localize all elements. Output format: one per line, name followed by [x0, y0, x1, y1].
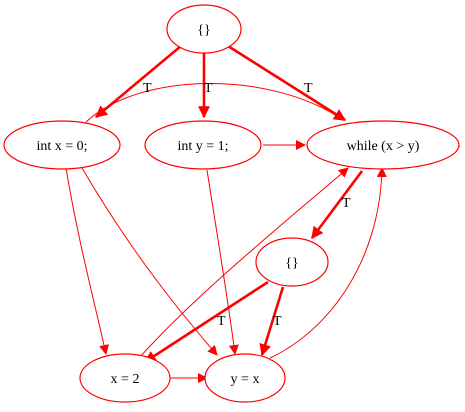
edge-assign-x-to-while: [139, 167, 349, 358]
edge-label-inner-to-assign-x: T: [217, 314, 226, 329]
edge-label-inner-to-assign-y: T: [273, 314, 282, 329]
node-while-cond-label: while (x > y): [347, 139, 420, 154]
edge-int-x-to-while: [85, 83, 344, 123]
edge-assign-y-to-while: [269, 167, 387, 359]
edge-inner-to-assign-y: [259, 286, 285, 357]
edge-int-x-to-assign-y: [81, 167, 218, 356]
node-assign-x: x = 2: [79, 353, 171, 403]
edge-inner-to-assign-x: [143, 280, 269, 364]
node-while-cond: while (x > y): [306, 120, 460, 170]
edge-label-root-to-while: T: [304, 81, 313, 96]
node-int-x-label: int x = 0;: [36, 139, 87, 154]
node-inner-block: {}: [255, 237, 329, 287]
edge-root-to-while: [227, 44, 347, 122]
node-int-y: int y = 1;: [144, 120, 262, 170]
node-root-block-label: {}: [197, 23, 210, 38]
node-inner-block-label: {}: [285, 256, 298, 271]
edge-while-to-inner-block: [310, 170, 364, 239]
edge-label-root-to-int-x: T: [143, 81, 152, 96]
node-assign-x-label: x = 2: [111, 372, 140, 387]
node-root-block: {}: [166, 4, 242, 54]
node-assign-y: y = x: [204, 353, 286, 403]
node-assign-y-label: y = x: [231, 372, 260, 387]
edge-int-x-to-assign-x: [65, 167, 109, 355]
edge-label-while-to-inner: T: [342, 196, 351, 211]
edge-label-root-to-int-y: T: [204, 81, 213, 96]
node-int-y-label: int y = 1;: [177, 139, 228, 154]
edge-int-y-to-assign-y: [206, 169, 239, 355]
node-int-x: int x = 0;: [3, 120, 121, 170]
